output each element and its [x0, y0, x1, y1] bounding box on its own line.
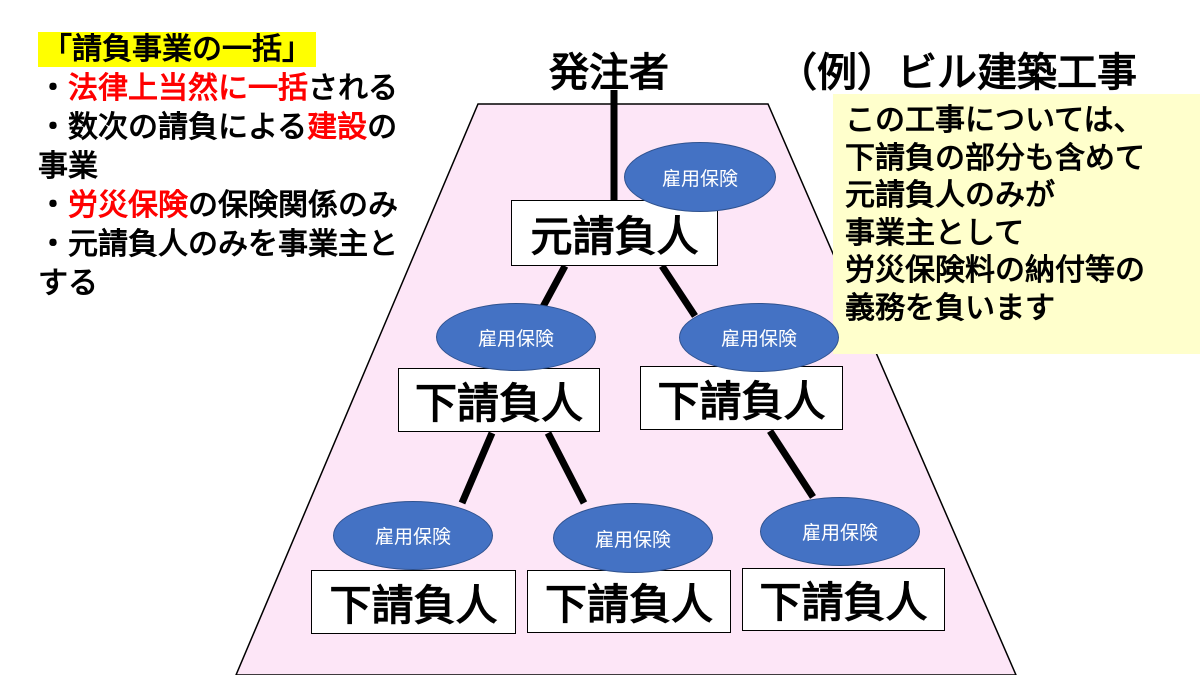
note-line: この工事については、	[845, 103, 1144, 138]
employment-insurance-oval-sub5: 雇用保険	[760, 497, 920, 566]
subcontractor-box-3: 下請負人	[311, 570, 516, 634]
subcontractor-box-1: 下請負人	[398, 368, 600, 432]
left-line-1: ・法律上当然に一括される	[38, 71, 398, 106]
note-line: 元請負人のみが	[845, 178, 1055, 213]
example-title: （例）ビル建築工事	[777, 50, 1137, 96]
employment-insurance-oval-prime: 雇用保険	[624, 142, 776, 212]
left-line-3: 事業	[38, 149, 98, 184]
connector-sub2-sub5	[767, 429, 816, 499]
note-line: 事業主として	[845, 215, 1025, 251]
subcontractor-box-5: 下請負人	[742, 568, 945, 631]
subcontractor-box-4: 下請負人	[527, 570, 731, 633]
note-line: 労災保険料の納付等の	[845, 253, 1145, 288]
heading-lump-sum: 「請負事業の一括」	[38, 32, 316, 67]
left-explanation: 「請負事業の一括」 ・法律上当然に一括される ・数次の請負による建設の 事業 ・…	[38, 30, 458, 303]
connector-prime-sub2	[659, 264, 698, 318]
left-line-5: ・元請負人のみを事業主と	[38, 227, 398, 262]
orderer-label: 発注者	[549, 50, 669, 96]
prime-contractor-box: 元請負人	[511, 200, 718, 266]
connector-sub1-sub3	[458, 431, 496, 505]
employment-insurance-oval-sub3: 雇用保険	[333, 501, 493, 570]
left-line-4: ・労災保険の保険関係のみ	[38, 188, 398, 223]
left-line-2: ・数次の請負による建設の	[38, 110, 398, 145]
note-line: 義務を負います	[845, 290, 1055, 326]
employment-insurance-oval-sub1: 雇用保険	[436, 303, 596, 371]
explanation-note: この工事については、 下請負の部分も含めて 元請負人のみが 事業主として 労災保…	[833, 94, 1200, 354]
connector-sub1-sub4	[544, 431, 588, 505]
left-line-6: する	[38, 266, 98, 301]
note-line: 下請負の部分も含めて	[845, 140, 1145, 176]
employment-insurance-oval-sub4: 雇用保険	[553, 503, 713, 573]
subcontractor-box-2: 下請負人	[640, 366, 843, 430]
employment-insurance-oval-sub2: 雇用保険	[679, 303, 839, 372]
